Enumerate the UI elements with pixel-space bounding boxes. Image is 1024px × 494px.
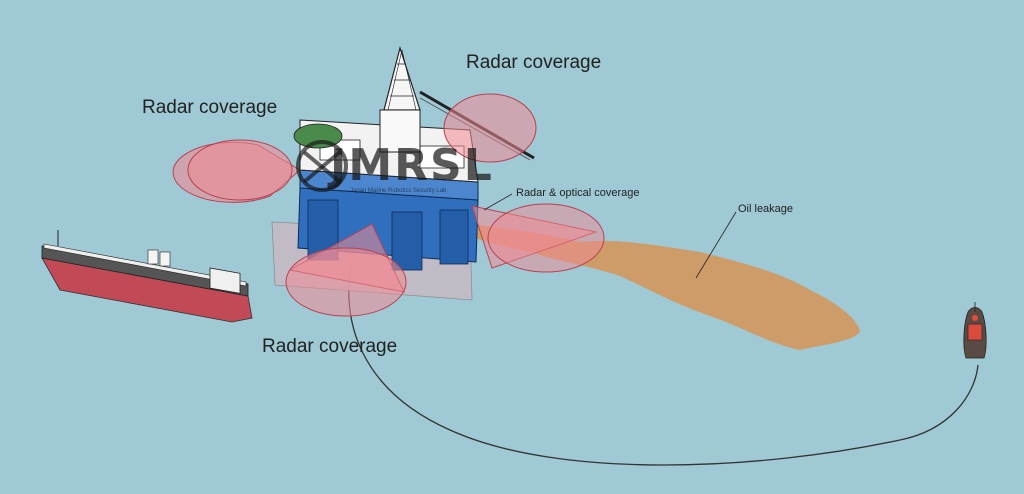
radar-cone-left [172, 139, 301, 203]
optical-leader-line [483, 193, 513, 211]
watermark-logo-text: JMRSL [330, 140, 494, 191]
watermark-logo-icon [296, 140, 348, 192]
radar-cone-top-right [443, 93, 537, 163]
tethered-drone-boat [963, 302, 987, 359]
oil-leader-line [695, 211, 737, 279]
tether-line [348, 261, 979, 466]
label-radar-top-left: Radar coverage [142, 97, 278, 118]
label-radar-bottom: Radar coverage [262, 336, 398, 357]
radar-cone-bottom [285, 223, 407, 317]
label-radar-top-right: Radar coverage [466, 52, 602, 73]
label-radar-optical: Radar & optical coverage [516, 187, 640, 199]
drilling-rig [271, 45, 535, 301]
watermark-tagline: Japan Marine Robotics Security Lab [350, 188, 447, 194]
label-oil-leakage: Oil leakage [738, 203, 794, 215]
radar-optical-cone [471, 203, 605, 273]
tanker-ship [41, 230, 253, 323]
